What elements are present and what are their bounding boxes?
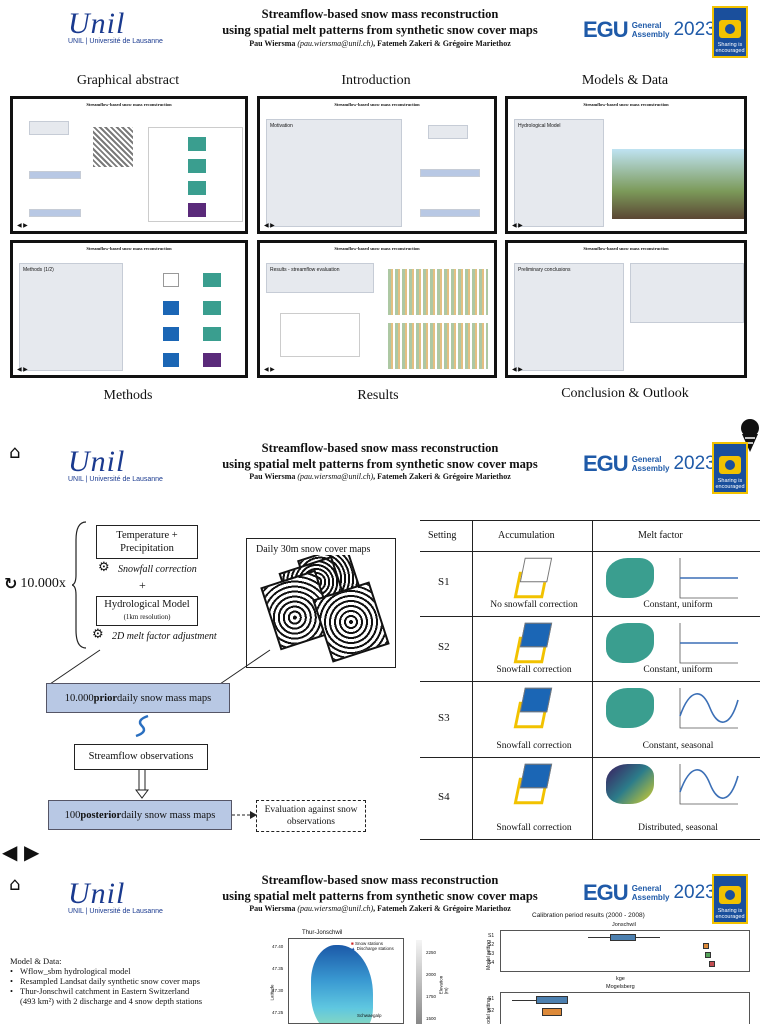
unil-logo: Unil UNIL | Université de Lausanne	[68, 7, 163, 46]
melt-factor-map	[606, 764, 654, 804]
label-methods[interactable]: Methods	[103, 388, 153, 403]
unil-logo-2: Unil UNIL | Université de Lausanne	[68, 445, 163, 484]
accumulation-label: Snowfall correction	[496, 665, 572, 675]
box-s2-jonschwil	[703, 943, 709, 949]
overview-header: Unil UNIL | Université de Lausanne Strea…	[0, 0, 768, 66]
label-graphical-abstract[interactable]: Graphical abstract	[76, 73, 180, 88]
brace	[72, 521, 87, 649]
accumulation-cube-icon	[512, 622, 554, 664]
accumulation-label: Snowfall correction	[496, 823, 572, 833]
accumulation-cube-icon	[512, 557, 554, 599]
thumb-methods[interactable]: Streamflow-based snow mass reconstructio…	[10, 240, 248, 378]
evaluation-box: Evaluation against snow observations	[256, 800, 366, 832]
gear-icon-2: ⚙	[92, 627, 104, 642]
catchment-map: Thur-Jonschwil ■ Snow stations ▲ Dischar…	[262, 930, 452, 1024]
thumb-models-data[interactable]: Streamflow-based snow mass reconstructio…	[505, 96, 747, 234]
box-s1-jonschwil	[610, 934, 636, 941]
melt-factor-label: Constant, seasonal	[642, 741, 714, 751]
funnel-lines	[49, 649, 271, 685]
authors-3: Pau Wiersma (pau.wiersma@unil.ch), Fatem…	[249, 904, 511, 913]
box-s1-mogelsberg	[536, 996, 568, 1004]
home-icon-2[interactable]: ⌂	[9, 874, 21, 895]
accumulation-cube-icon	[512, 763, 554, 805]
melt-factor-label: Constant, uniform	[643, 600, 713, 610]
daily-snow-cover-label: Daily 30m snow cover maps	[256, 544, 371, 555]
poster-title: Streamflow-based snow mass reconstructio…	[222, 7, 538, 37]
authors: Pau Wiersma (pau.wiersma@unil.ch), Fatem…	[249, 39, 511, 48]
label-conclusion[interactable]: Conclusion & Outlook	[561, 386, 689, 401]
settings-row: S3 Snowfall correction Constant, seasonal	[420, 682, 760, 757]
cal-tick-label: S1	[488, 996, 495, 1002]
sharing-badge: Sharing is encouraged	[712, 6, 748, 58]
settings-row: S2 Snowfall correction Constant, uniform	[420, 617, 760, 681]
posterior-maps-box: 100 posterior daily snow mass maps	[48, 800, 232, 830]
home-icon[interactable]: ⌂	[9, 442, 21, 463]
prior-maps-box: 10.000 prior daily snow mass maps	[46, 683, 230, 713]
cal-tick-label: S1	[488, 933, 495, 939]
prev-triangle-left-icon[interactable]: ◀	[2, 840, 18, 864]
thumb-introduction[interactable]: Streamflow-based snow mass reconstructio…	[257, 96, 497, 234]
label-models-data[interactable]: Models & Data	[581, 73, 669, 88]
camera-icon	[719, 20, 741, 38]
thumb-nav-arrows[interactable]: ◀ ▶	[17, 223, 28, 229]
snowfall-correction-note: Snowfall correction	[118, 564, 197, 575]
arrow-down-icon	[135, 770, 149, 799]
melt-factor-label: Constant, uniform	[643, 665, 713, 675]
melt-factor-note: 2D melt factor adjustment	[112, 631, 217, 642]
temperature-precip-box: Temperature + Precipitation	[96, 525, 198, 559]
melt-factor-curve	[679, 764, 739, 805]
gear-icon: ⚙	[98, 560, 110, 575]
melt-factor-map	[606, 688, 654, 728]
melt-factor-curve	[679, 623, 738, 664]
melt-factor-map	[606, 623, 654, 663]
accumulation-cube-icon	[512, 687, 554, 729]
cal-tick-label: S4	[488, 960, 495, 966]
streamflow-icon	[135, 714, 149, 738]
map-legend: ■ Snow stations ▲ Discharge stations	[351, 941, 394, 951]
cal-tick-label: S2	[488, 1008, 495, 1014]
cal-tick-label: S3	[488, 951, 495, 957]
thumb-results[interactable]: Streamflow-based snow mass reconstructio…	[257, 240, 497, 378]
model-data-text: Model & Data: •Wflow_sbm hydrological mo…	[10, 956, 203, 1006]
melt-factor-map	[606, 558, 654, 598]
accumulation-label: Snowfall correction	[496, 741, 572, 751]
setting-label: S4	[438, 790, 450, 803]
settings-row: S1 No snowfall correction Constant, unifo…	[420, 552, 760, 616]
label-results[interactable]: Results	[357, 388, 399, 403]
snow-cover-stack	[246, 538, 396, 668]
iterations-label: ↻ 10.000x	[4, 574, 66, 593]
streamflow-obs-box: Streamflow observations	[74, 744, 208, 770]
cal-tick-label: S2	[488, 942, 495, 948]
ice-cream-icon[interactable]	[737, 418, 763, 454]
settings-row: S4 Snowfall correction Distributed, seaso…	[420, 758, 760, 839]
next-triangle-right-icon[interactable]: ▶	[24, 840, 40, 864]
poster-title-2: Streamflow-based snow mass reconstructio…	[222, 441, 538, 471]
melt-factor-curve	[679, 558, 738, 599]
box-s2-mogelsberg	[542, 1008, 562, 1016]
melt-factor-label: Distributed, seasonal	[638, 823, 718, 833]
refresh-icon: ↻	[4, 574, 18, 593]
thumb-conclusion[interactable]: Streamflow-based snow mass reconstructio…	[505, 240, 747, 378]
hydro-model-box: Hydrological Model (1km resolution)	[96, 596, 198, 626]
melt-factor-curve	[679, 688, 739, 729]
unil-logo-3: Unil UNIL | Université de Lausanne	[68, 877, 163, 916]
setting-label: S2	[438, 641, 450, 653]
elevation-colorbar	[416, 940, 422, 1024]
sharing-badge-2: Sharing is encouraged	[712, 442, 748, 494]
settings-table: Setting Accumulation Melt factor S1 No s…	[420, 520, 760, 840]
label-introduction[interactable]: Introduction	[341, 73, 411, 88]
box-s3-jonschwil	[705, 952, 711, 958]
authors-2: Pau Wiersma (pau.wiersma@unil.ch), Fatem…	[249, 472, 511, 481]
box-s4-jonschwil	[709, 961, 715, 967]
calibration-chart: Calibration period results (2000 - 2008)…	[472, 912, 762, 1024]
accumulation-label: No snowfall correction	[490, 600, 578, 610]
setting-label: S3	[438, 711, 450, 724]
sharing-badge-3: Sharing is encouraged	[712, 874, 748, 924]
poster-title-3: Streamflow-based snow mass reconstructio…	[222, 873, 538, 903]
setting-label: S1	[438, 576, 450, 588]
thumb-graphical-abstract[interactable]: Streamflow-based snow mass reconstructio…	[10, 96, 248, 234]
